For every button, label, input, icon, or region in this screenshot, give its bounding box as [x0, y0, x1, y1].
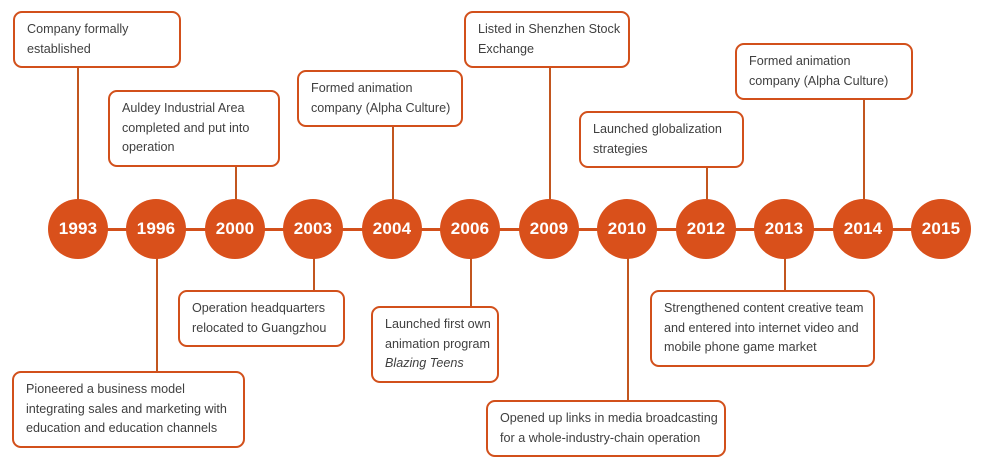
event-text-line: Launched globalization	[593, 122, 722, 136]
year-node-2004[interactable]: 2004	[362, 199, 422, 259]
year-label: 2013	[764, 219, 804, 238]
event-callout-1993[interactable]: Company formally established	[13, 11, 181, 69]
event-callout-2013[interactable]: Strengthened content creative team and e…	[650, 290, 875, 367]
event-text-line: Opened up links in media broadcasting	[500, 411, 718, 425]
year-label: 2003	[293, 219, 333, 238]
event-text-line: education and education channels	[26, 421, 218, 436]
year-node-2013[interactable]: 2013	[754, 199, 814, 259]
stem-1996-above	[235, 165, 237, 200]
year-label: 2015	[921, 219, 961, 238]
event-text-line: company (Alpha Culture)	[749, 73, 889, 88]
event-callout-2010[interactable]: Opened up links in media broadcasting fo…	[486, 400, 726, 458]
event-text-line: established	[27, 41, 91, 56]
event-callout-2006[interactable]: Launched first own animation program Bla…	[371, 306, 499, 383]
event-text-line: Auldey Industrial Area	[122, 101, 245, 115]
event-text-line: Strengthened content creative team	[664, 301, 864, 315]
year-node-2015[interactable]: 2015	[911, 199, 971, 259]
event-text-line: for a whole-industry-chain operation	[500, 430, 701, 445]
year-label: 1996	[136, 219, 176, 238]
stem-2004-above	[392, 117, 394, 200]
event-text-line: completed and put into	[122, 120, 250, 135]
stem-2009-above	[549, 58, 551, 200]
event-text-line: company (Alpha Culture)	[311, 100, 451, 115]
year-node-2012[interactable]: 2012	[676, 199, 736, 259]
year-node-2006[interactable]: 2006	[440, 199, 500, 259]
year-label: 2000	[215, 219, 255, 238]
event-text-line: Pioneered a business model	[26, 382, 185, 396]
year-node-2003[interactable]: 2003	[283, 199, 343, 259]
event-text-line: Launched first own	[385, 317, 491, 331]
event-text-line: Company formally	[27, 22, 129, 36]
year-node-1993[interactable]: 1993	[48, 199, 108, 259]
stem-1993-above	[77, 58, 79, 200]
event-callout-2004[interactable]: Formed animation company (Alpha Culture)	[297, 70, 463, 128]
year-node-2014[interactable]: 2014	[833, 199, 893, 259]
stem-2013-below	[784, 258, 786, 290]
event-callout-2003[interactable]: Operation headquarters relocated to Guan…	[178, 290, 345, 348]
year-label: 2014	[843, 219, 883, 238]
event-text-line-italic: Blazing Teens	[385, 356, 464, 371]
timeline-spine	[78, 227, 942, 231]
event-text-line: relocated to Guangzhou	[192, 320, 327, 335]
event-text-line: Operation headquarters	[192, 301, 326, 315]
stem-2003-below	[313, 258, 315, 290]
year-node-2009[interactable]: 2009	[519, 199, 579, 259]
event-text-line: animation program	[385, 336, 490, 351]
event-callout-1996-below[interactable]: Pioneered a business model integrating s…	[12, 371, 245, 448]
year-node-2000[interactable]: 2000	[205, 199, 265, 259]
stem-2012-above	[706, 158, 708, 200]
year-label: 2012	[686, 219, 726, 238]
event-text-line: Formed animation	[749, 54, 851, 68]
stem-2006-below	[470, 258, 472, 306]
event-text-line: Exchange	[478, 41, 535, 56]
event-text-line: operation	[122, 140, 175, 155]
event-text-line: Formed animation	[311, 81, 413, 95]
year-label: 2006	[450, 219, 490, 238]
event-text-line: integrating sales and marketing with	[26, 401, 227, 416]
event-text-line: strategies	[593, 141, 648, 156]
year-node-2010[interactable]: 2010	[597, 199, 657, 259]
event-callout-1996-above[interactable]: Auldey Industrial Area completed and put…	[108, 90, 280, 167]
year-label: 1993	[58, 219, 98, 238]
year-label: 2010	[607, 219, 647, 238]
event-callout-2014[interactable]: Formed animation company (Alpha Culture)	[735, 43, 913, 101]
year-label: 2009	[529, 219, 569, 238]
stem-2010-below	[627, 258, 629, 400]
event-text-line: and entered into internet video and	[664, 320, 859, 335]
year-node-1996[interactable]: 1996	[126, 199, 186, 259]
event-callout-2012[interactable]: Launched globalization strategies	[579, 111, 744, 169]
event-text-line: mobile phone game market	[664, 340, 817, 355]
event-callout-2009[interactable]: Listed in Shenzhen Stock Exchange	[464, 11, 630, 69]
year-label: 2004	[372, 219, 412, 238]
event-text-line: Listed in Shenzhen Stock	[478, 22, 621, 36]
stem-1996-below	[156, 258, 158, 371]
stem-2014-above	[863, 90, 865, 200]
